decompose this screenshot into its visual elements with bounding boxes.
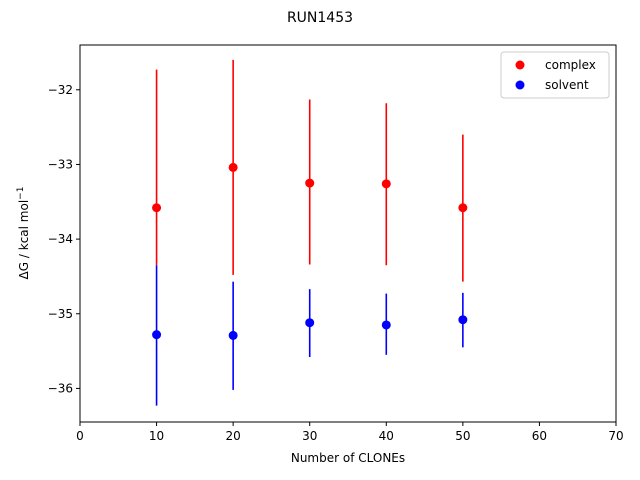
legend-label-complex: complex [545,58,596,72]
x-tick-label: 60 [532,429,547,443]
complex-point [381,179,391,189]
complex-point [152,203,162,213]
y-tick-label: −36 [48,381,73,395]
x-tick-label: 50 [455,429,470,443]
y-tick-label: −33 [48,157,73,171]
complex-point [305,178,315,188]
series-solvent [152,265,468,406]
x-tick-label: 40 [379,429,394,443]
series-complex [152,59,468,282]
axes-frame [79,44,617,423]
x-tick-label: 70 [608,429,623,443]
legend-marker-complex [515,60,525,70]
x-axis: 0 10 20 30 40 50 60 70 [76,422,624,443]
solvent-point [305,318,315,328]
x-tick-label: 30 [302,429,317,443]
solvent-point [458,315,468,325]
complex-point [228,162,238,172]
y-tick-label: −34 [48,232,73,246]
legend-label-solvent: solvent [545,78,589,92]
y-axis-label-main: ΔG / kcal mol [17,200,31,280]
x-tick-label: 0 [76,429,84,443]
legend-box [500,51,610,99]
solvent-point [228,330,238,340]
y-axis-label: ΔG / kcal mol−1 [16,187,31,280]
solvent-point [152,330,162,340]
y-tick-label: −32 [48,83,73,97]
x-tick-label: 20 [226,429,241,443]
y-axis-label-sup: −1 [16,187,26,200]
legend: complex solvent [500,51,610,99]
x-tick-label: 10 [149,429,164,443]
y-tick-label: −35 [48,307,73,321]
solvent-point [381,320,391,330]
legend-marker-solvent [515,80,525,90]
chart-title: RUN1453 [287,10,353,26]
y-axis: −36 −35 −34 −33 −32 [48,83,80,395]
plot-area [152,59,468,406]
x-axis-label: Number of CLONEs [291,451,405,465]
complex-point [458,203,468,213]
